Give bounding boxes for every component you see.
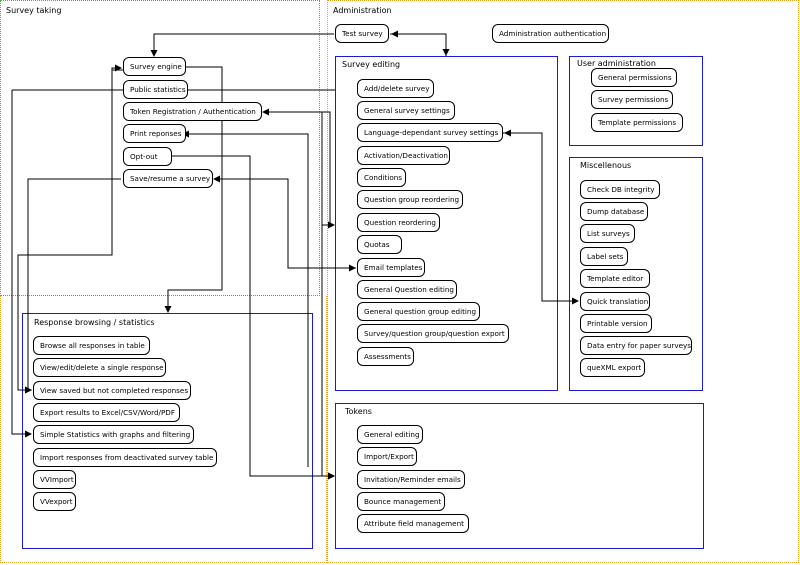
node-save-resume: Save/resume a survey	[123, 169, 213, 188]
node-quick-translation: Quick translation	[580, 292, 650, 311]
region-administration	[327, 0, 799, 563]
edge-save-to-viewsaved	[25, 178, 121, 394]
region-response-area	[0, 296, 327, 563]
node-print-responses: Print reponses	[123, 124, 186, 143]
edge-to-tokens	[321, 112, 335, 480]
edge-test-to-engine	[150, 33, 334, 57]
node-general-qgroup-editing: General question group editing	[357, 302, 480, 321]
node-tok-invitation: Invitation/Reminder emails	[357, 470, 465, 489]
edge-test-to-editing	[390, 33, 450, 56]
edge-to-simple-stats	[11, 90, 32, 438]
node-activation: Activation/Deactivation	[357, 146, 450, 165]
node-test-survey: Test survey	[335, 24, 389, 43]
node-admin-auth: Administration authentication	[492, 24, 609, 43]
node-label-sets: Label sets	[580, 247, 628, 266]
node-printable-version: Printable version	[580, 314, 652, 333]
edge-engine-to-viewsaved	[17, 69, 123, 394]
node-vvimport: VVImport	[33, 470, 76, 489]
node-assessments: Assessments	[357, 347, 414, 366]
node-template-permissions: Template permissions	[591, 113, 683, 132]
node-general-question-editing: General Question editing	[357, 280, 457, 299]
node-list-surveys: List surveys	[580, 224, 635, 243]
node-quotas: Quotas	[357, 235, 402, 254]
node-general-permissions: General permissions	[591, 68, 677, 87]
node-email-templates: Email templates	[357, 258, 425, 277]
box-tokens-label: Tokens	[345, 407, 372, 416]
node-data-entry: Data entry for paper surveys	[580, 336, 692, 355]
node-public-stats: Public statistics	[123, 80, 188, 99]
box-misc	[569, 157, 703, 391]
node-view-edit-delete: View/edit/delete a single response	[33, 358, 166, 377]
node-tok-import-export: Import/Export	[357, 447, 417, 466]
node-quexml-export: queXML export	[580, 358, 645, 377]
node-general-survey-settings: General survey settings	[357, 101, 455, 120]
node-tok-attribute: Attribute field management	[357, 514, 469, 533]
edge-lang-to-quicktrans	[503, 132, 579, 305]
region-administration-label: Administration	[333, 6, 392, 15]
box-survey-editing	[335, 56, 558, 391]
region-survey-taking-label: Survey taking	[6, 6, 62, 15]
node-token-reg: Token Registration / Authentication	[123, 102, 262, 121]
node-opt-out: Opt-out	[123, 147, 172, 166]
box-response-browsing-label: Response browsing / statistics	[34, 318, 155, 327]
box-survey-editing-label: Survey editing	[342, 60, 401, 69]
node-conditions: Conditions	[357, 168, 406, 187]
node-check-db: Check DB integrity	[580, 180, 660, 199]
node-browse-all: Browse all responses in table	[33, 336, 150, 355]
node-survey-export: Survey/question group/question export	[357, 324, 509, 343]
node-dump-db: Dump database	[580, 202, 648, 221]
node-view-saved: View saved but not completed responses	[33, 381, 191, 400]
box-user-admin	[569, 56, 703, 146]
node-template-editor: Template editor	[580, 269, 650, 288]
edge-editing-to-test	[391, 30, 447, 56]
node-export-results: Export results to Excel/CSV/Word/PDF	[33, 403, 180, 422]
edge-optout-to-tokens	[172, 155, 335, 480]
region-survey-taking	[0, 0, 320, 296]
box-user-admin-label: User administration	[577, 59, 656, 68]
edge-to-token-reg	[262, 108, 331, 225]
node-qgroup-reordering: Question group reordering	[357, 190, 463, 209]
node-add-delete-survey: Add/delete survey	[357, 79, 434, 98]
node-survey-permissions: Survey permissions	[591, 90, 673, 109]
node-survey-engine: Survey engine	[123, 57, 186, 76]
box-misc-label: Miscellenous	[580, 161, 632, 170]
box-tokens	[335, 403, 704, 549]
node-vvexport: VVexport	[33, 492, 76, 511]
node-tok-bounce: Bounce management	[357, 492, 445, 511]
node-import-responses: Import responses from deactivated survey…	[33, 448, 217, 467]
node-simple-stats: Simple Statistics with graphs and filter…	[33, 425, 194, 444]
node-tok-general-editing: General editing	[357, 425, 423, 444]
box-response-browsing	[22, 313, 313, 549]
node-lang-settings: Language-dependant survey settings	[357, 123, 503, 142]
edge-to-print	[182, 130, 309, 467]
edge-email-to-save	[213, 175, 356, 269]
edge-engine-to-response	[164, 66, 223, 313]
node-question-reordering: Question reordering	[357, 213, 440, 232]
